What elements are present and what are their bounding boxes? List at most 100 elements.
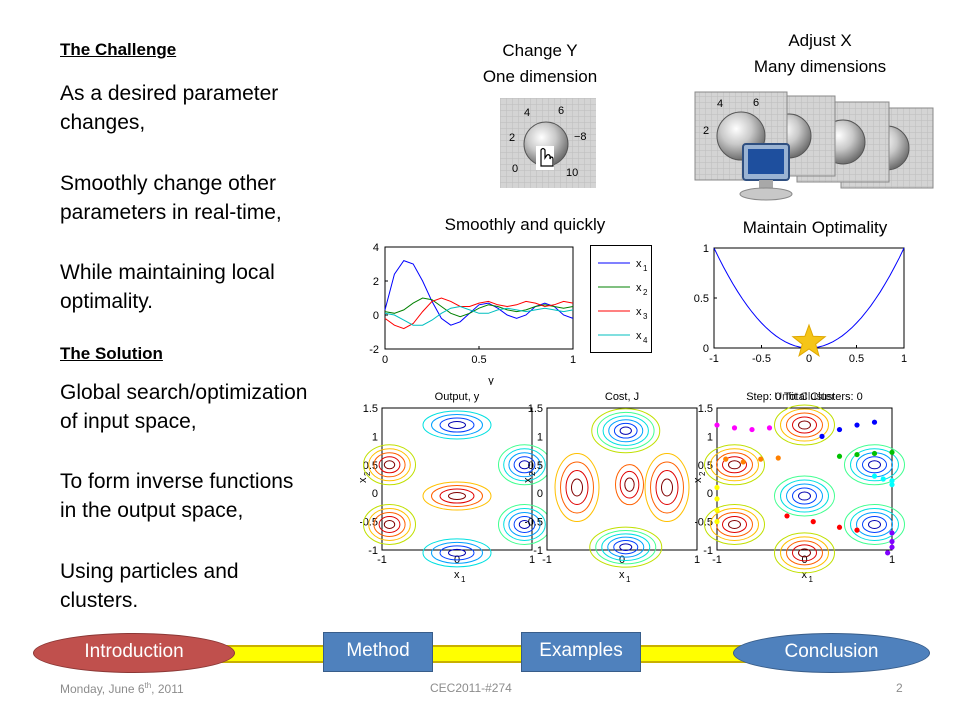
contour-line [704,503,765,545]
knob-tick: 4 [717,98,723,110]
particle-point [889,544,895,550]
particle-point [740,459,746,465]
contour-line [448,548,466,557]
particle-point [880,476,886,482]
x-axis-subscript: 1 [461,575,466,584]
x-axis-label: x [619,569,625,581]
particle-point [871,450,878,457]
contour-line [608,419,644,443]
y-tick-label: 1 [537,431,543,443]
x-tick-label: -1 [377,554,387,566]
particle-point [714,519,720,525]
contour-line [716,511,753,537]
solution-text-3: Using particles and clusters. [60,557,239,615]
x-tick-label: 0 [801,554,807,566]
nav-method[interactable]: Method [323,632,433,672]
x-axis-label: y [488,375,494,385]
y-tick-label: 0 [703,343,709,355]
legend-label: x [636,330,642,342]
contour-line [498,503,550,545]
contour-line [363,444,416,486]
contour-line [774,475,835,517]
y-axis-label: x [525,477,534,483]
contour-line [368,507,411,541]
particle-point [836,524,843,530]
nav-introduction[interactable]: Introduction [33,633,235,673]
contour-line [518,460,531,470]
y-tick-label: -0.5 [525,517,543,529]
knob-many-label: Adjust X Many dimensions [730,28,910,80]
challenge-text-2: Smoothly change other parameters in real… [60,169,282,227]
particle-point [854,422,860,428]
footer-conference: CEC2011-#274 [430,681,512,695]
knob-tick: −8 [574,131,587,143]
contour-line [508,452,541,478]
y-tick-label: 0.5 [528,460,543,472]
y-axis-label: x [360,477,369,483]
knob-tick: 0 [512,163,518,175]
y-tick-label: -1 [703,545,713,557]
x-tick-label: -1 [709,353,719,365]
contour-line [780,536,829,570]
particle-point [885,550,891,556]
contour-line [868,519,881,529]
footer-date-main: Monday, June 6 [60,682,145,696]
contour-line [862,515,887,533]
nav-conclusion[interactable]: Conclusion [733,633,930,673]
contour-line [786,540,823,566]
contour-line [850,448,899,482]
contour-line [378,456,401,474]
x-tick-label: 1 [529,554,535,566]
output-contour-plot: Output, y-101-1-0.500.511.5x1x2 [360,391,550,584]
challenge-line: While maintaining local [60,261,275,284]
contour-line [850,507,899,541]
knob-tick: 10 [566,167,578,179]
legend-subscript: 1 [643,264,648,273]
y-axis-subscript: 2 [363,471,372,476]
contour-line [844,444,905,486]
y-tick-label: -1 [533,545,543,557]
y-tick-label: 0 [537,488,543,500]
contour-line [363,503,416,545]
x-tick-label: -1 [712,554,722,566]
knob-stack: 2 4 6 [694,91,934,201]
solution-line: Using particles and [60,560,239,583]
contour-line [613,539,639,555]
y-axis-subscript: 2 [528,471,537,476]
knob-tick: 6 [753,97,759,109]
contour-line [439,488,475,504]
nav-examples[interactable]: Examples [521,632,641,672]
footer-date: Monday, June 6th, 2011 [60,681,184,696]
plot-area [546,407,698,551]
y-tick-label: -0.5 [695,517,713,529]
x-tick-label: -1 [542,554,552,566]
contour-line [571,478,583,497]
contour-line [591,408,661,454]
contour-line [774,532,835,574]
legend-label: x [636,282,642,294]
knob-one-label: Change Y One dimension [450,38,630,90]
particle-point [714,496,720,502]
contour-line [868,460,881,470]
x-tick-label: 1 [570,354,576,366]
footer-date-sup: th [144,681,152,690]
contour-line [619,543,633,551]
contour-line [798,420,811,430]
smooth-plot-title: Smoothly and quickly [444,215,606,234]
contour-line [722,515,747,533]
contour-line [448,421,466,430]
x-tick-label: 0 [806,353,812,365]
particle-point [749,426,755,433]
contour-line [613,422,638,439]
contour-line [792,416,817,434]
plot-overlay-title: Unfit Cluster [774,391,835,403]
particle-point [889,530,895,536]
contour-line [710,507,759,541]
contour-line [378,515,401,533]
particle-point [854,527,860,533]
